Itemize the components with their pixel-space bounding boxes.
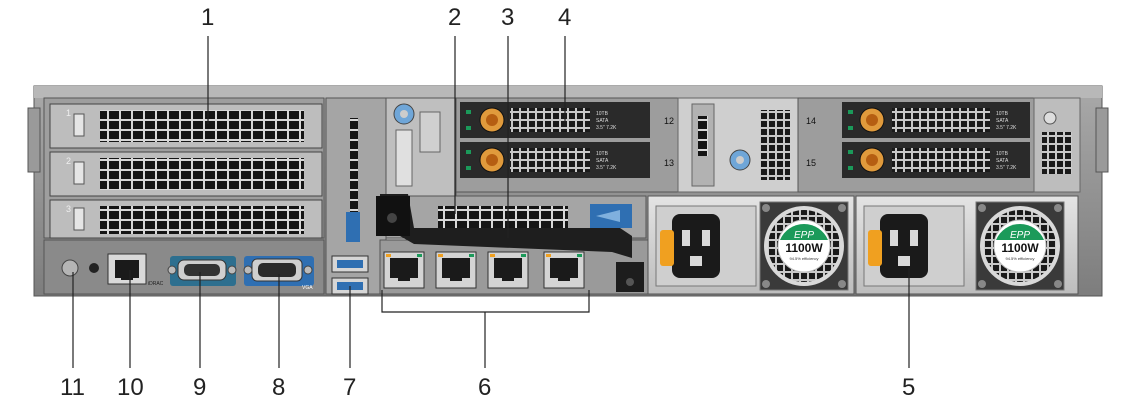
system-status-indicator <box>89 263 99 273</box>
ethernet-port-1[interactable] <box>383 251 425 289</box>
ethernet-port-2[interactable] <box>435 251 477 289</box>
pcie-slot-2[interactable] <box>49 151 323 197</box>
handle[interactable] <box>376 194 644 292</box>
ethernet-port-3[interactable] <box>487 251 529 289</box>
pcie-slot-1[interactable] <box>49 103 323 149</box>
drive-size-13: 10TB <box>596 151 609 157</box>
drive-rpm-15: 3.5″ 7.2K <box>996 165 1017 171</box>
vga-label: VGA <box>302 285 313 291</box>
serial-port[interactable] <box>167 256 237 286</box>
drive-size-15: 10TB <box>996 151 1009 157</box>
psu-2-fan: EPP 1100W 94.5% efficiency <box>975 201 1065 291</box>
psu-2-efficiency: 94.5% efficiency <box>1005 256 1034 261</box>
callout-9: 9 <box>193 374 207 401</box>
callout-11: 11 <box>60 374 85 401</box>
callout-10: 10 <box>117 374 144 401</box>
drive-type-14: SATA <box>996 118 1009 124</box>
callout-leaders <box>72 36 910 368</box>
idrac-port[interactable]: iDRAC <box>107 253 164 287</box>
callout-2: 2 <box>448 4 462 31</box>
drive-type-12: SATA <box>596 118 609 124</box>
psu-1-watts: 1100W <box>785 241 823 255</box>
drive-rpm-14: 3.5″ 7.2K <box>996 125 1017 131</box>
drive-bay-12[interactable]: 10TB SATA 3.5″ 7.2K 12 <box>460 102 674 138</box>
callout-5: 5 <box>902 374 916 401</box>
vga-port[interactable]: VGA <box>243 256 314 291</box>
power-supply-1[interactable]: EPP 1100W 94.5% efficiency <box>647 195 855 295</box>
bay-number-14: 14 <box>806 116 816 126</box>
slot-number-1: 1 <box>66 108 71 118</box>
drive-type-15: SATA <box>996 158 1009 164</box>
drive-bay-13[interactable]: 10TB SATA 3.5″ 7.2K 13 <box>460 142 674 178</box>
rear-drive-cage-right: 10TB SATA 3.5″ 7.2K 14 10TB SATA 3.5″ 7.… <box>797 97 1081 193</box>
idrac-label: iDRAC <box>148 281 164 287</box>
drive-type-13: SATA <box>596 158 609 164</box>
system-id-button[interactable] <box>61 259 79 277</box>
pcie-slot-3[interactable] <box>49 199 323 239</box>
bay-number-12: 12 <box>664 116 674 126</box>
psu-1-efficiency: 94.5% efficiency <box>789 256 818 261</box>
bay-number-13: 13 <box>664 158 674 168</box>
drive-rpm-13: 3.5″ 7.2K <box>596 165 617 171</box>
callout-8: 8 <box>272 374 286 401</box>
left-io-panel: iDRAC VGA <box>43 239 325 295</box>
psu-1-fan: EPP 1100W 94.5% efficiency <box>759 201 849 291</box>
callout-7: 7 <box>343 374 357 401</box>
psu-1-badge: EPP <box>794 230 814 241</box>
drive-bay-15[interactable]: 10TB SATA 3.5″ 7.2K 15 <box>806 142 1030 178</box>
pcie-riser-1: 1 2 3 <box>43 97 325 239</box>
callout-1: 1 <box>201 4 215 31</box>
ethernet-ports <box>383 251 585 289</box>
bay-number-15: 15 <box>806 158 816 168</box>
drive-rpm-12: 3.5″ 7.2K <box>596 125 617 131</box>
rear-drive-cage-left: 10TB SATA 3.5″ 7.2K 12 10TB SATA 3.5″ 7.… <box>455 97 679 193</box>
slot-number-3: 3 <box>66 204 71 214</box>
ethernet-port-4[interactable] <box>543 251 585 289</box>
drive-size-12: 10TB <box>596 111 609 117</box>
drive-size-14: 10TB <box>996 111 1009 117</box>
callout-4: 4 <box>558 4 572 31</box>
center-filler <box>677 97 799 193</box>
power-supply-2[interactable]: EPP 1100W 94.5% efficiency <box>855 195 1079 295</box>
callout-6: 6 <box>478 374 492 401</box>
drive-bay-14[interactable]: 10TB SATA 3.5″ 7.2K 14 <box>806 102 1030 138</box>
psu-2-watts: 1100W <box>1001 241 1039 255</box>
psu-2-badge: EPP <box>1010 230 1030 241</box>
callout-3: 3 <box>501 4 515 31</box>
slot-number-2: 2 <box>66 156 71 166</box>
